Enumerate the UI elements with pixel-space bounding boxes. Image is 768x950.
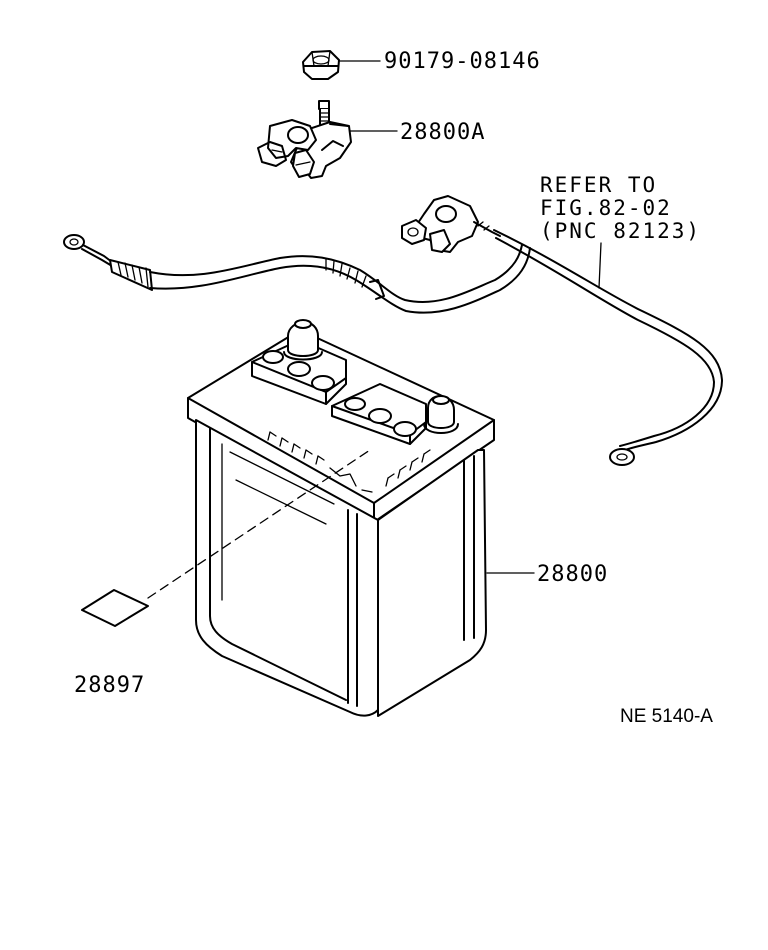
reference-line-3: (PNC 82123) [540, 219, 701, 243]
label-part [81, 589, 149, 627]
label-part-number: 28897 [74, 673, 145, 698]
reference-leader [598, 242, 602, 289]
terminal-clamp-part [257, 100, 352, 179]
nut-part [302, 50, 340, 80]
negative-cable [63, 234, 531, 314]
reference-line-2: FIG.82-02 [540, 196, 672, 220]
reference-line-1: REFER TO [540, 173, 657, 197]
positive-cable [401, 195, 723, 466]
battery-part-number: 28800 [537, 562, 608, 587]
drawing-code: NE 5140-A [620, 706, 713, 727]
nut-part-number: 90179-08146 [384, 49, 541, 74]
battery-part [187, 319, 495, 717]
label-leader [147, 449, 371, 599]
clamp-part-number: 28800A [400, 120, 485, 145]
